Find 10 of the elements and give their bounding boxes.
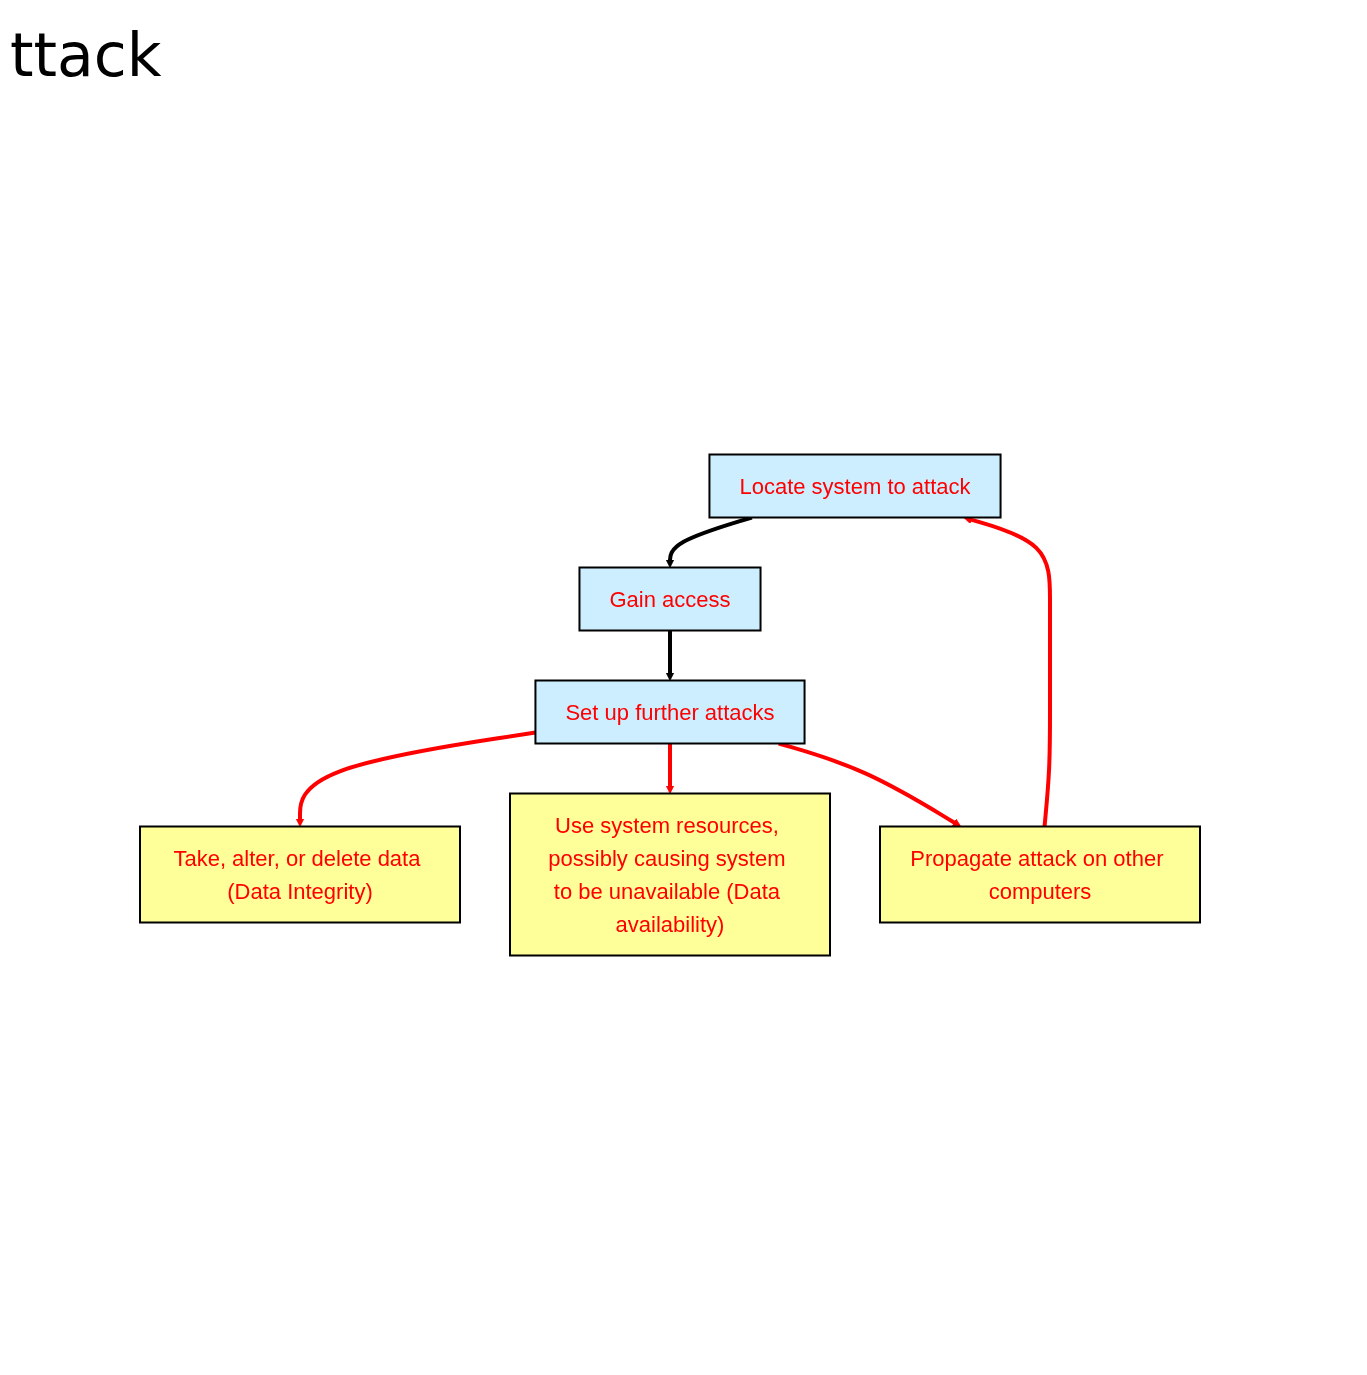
node-box: Set up further attacks — [534, 679, 806, 745]
arrow — [665, 630, 675, 681]
node-box: Gain access — [578, 566, 762, 632]
arrow — [665, 743, 675, 794]
title: ttack — [10, 20, 163, 90]
arrow — [295, 730, 536, 827]
node-box: Take, alter, or delete data (Data Integrity) — [139, 825, 461, 924]
node-box: Locate system to attack — [708, 453, 1002, 519]
node-box: Use system resources, possibly causing system to be unavailable (Data availability) — [509, 792, 831, 957]
node-box: Propagate attack on other computers — [879, 825, 1201, 924]
